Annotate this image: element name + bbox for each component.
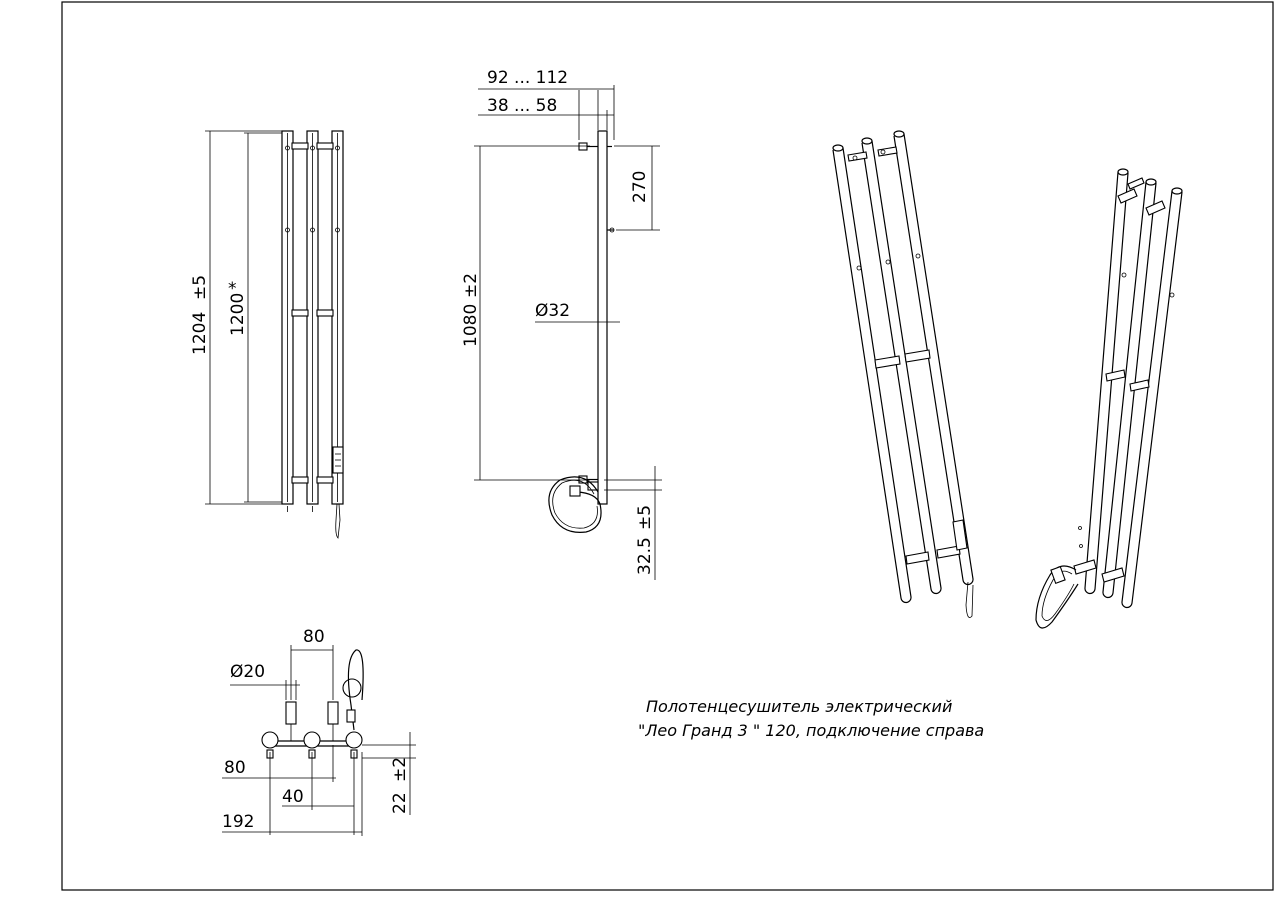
side-dim-bottom-tol: ±5 — [635, 505, 655, 530]
front-tube-right — [331, 130, 344, 505]
top-dim-mount-diameter: Ø20 — [230, 662, 265, 682]
front-dimensions: 1204 ±5 1200 * — [190, 130, 282, 505]
isometric-view-back — [1035, 168, 1183, 629]
side-dim-top-mount: 270 — [630, 171, 650, 203]
side-dim-pipe-diameter: Ø32 — [535, 301, 570, 321]
front-tube-left — [281, 130, 294, 505]
side-dim-wall-max: 92 ... 112 — [487, 68, 568, 88]
front-dim-overall-tol: ±5 — [190, 275, 210, 300]
front-dim-nominal: 1200 — [228, 293, 248, 336]
top-dim-height: 22 — [390, 792, 410, 814]
side-tube — [597, 130, 608, 505]
caption-line-2: "Лео Гранд 3 " 120, подключение справа — [638, 721, 984, 740]
side-dimensions: 92 ... 112 38 ... 58 1080 ±2 270 Ø32 32.… — [461, 68, 662, 580]
side-dim-wall-min: 38 ... 58 — [487, 96, 557, 116]
top-tube-left — [261, 731, 279, 749]
drawing-frame — [61, 1, 1274, 891]
front-tube-middle — [306, 130, 319, 505]
front-cable — [335, 503, 341, 539]
top-view — [261, 649, 364, 759]
isometric-view-front — [832, 130, 974, 618]
top-dim-height-tol: ±2 — [390, 757, 410, 782]
top-tube-middle — [303, 731, 321, 749]
side-dim-mount-spacing-tol: ±2 — [461, 273, 481, 298]
front-dim-overall: 1204 — [190, 312, 210, 355]
front-view — [281, 130, 344, 539]
iso-control-box — [952, 519, 968, 551]
top-dim-center: 40 — [282, 787, 304, 807]
top-dimensions: 80 Ø20 80 40 192 22 ±2 — [222, 627, 416, 836]
front-dim-nominal-mark: * — [228, 279, 237, 299]
side-cable-loop — [548, 476, 602, 533]
top-dim-width: 192 — [222, 812, 254, 832]
top-dim-depth: 80 — [224, 758, 246, 778]
side-view — [548, 130, 615, 533]
side-dim-mount-spacing: 1080 — [461, 304, 481, 347]
top-dim-mount-offset: 80 — [303, 627, 325, 647]
side-dim-bottom: 32.5 — [635, 537, 655, 575]
top-tube-right — [345, 731, 363, 749]
caption-line-1: Полотенцесушитель электрический — [646, 697, 952, 716]
